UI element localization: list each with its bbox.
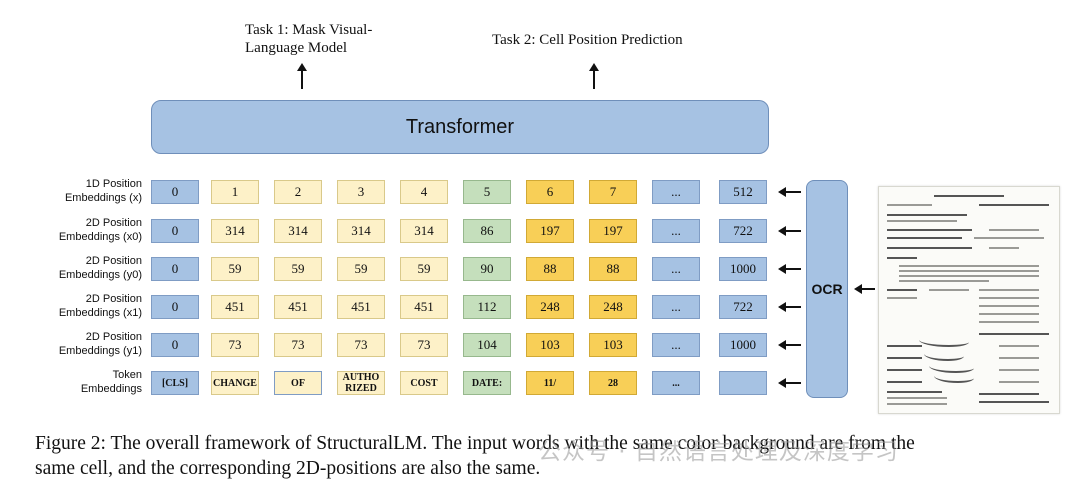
watermark: 公众号 · 自然语言处理及深度学习 [538, 439, 899, 465]
figure-caption: Figure 2: The overall framework of Struc… [35, 431, 1075, 481]
row-label-line2: Embeddings (x0) [58, 231, 142, 243]
caption-line-2: same cell, and the corresponding 2D-posi… [35, 458, 541, 479]
embedding-cell-0-4: 4 [400, 180, 448, 204]
embedding-cell-2-2: 59 [274, 257, 322, 281]
doc-to-ocr-arrow-icon [854, 284, 875, 294]
token-cell-5-0: [CLS] [151, 371, 199, 395]
transformer-label: Transformer [405, 115, 515, 138]
embedding-cell-0-5: 5 [463, 180, 511, 204]
embedding-cell-0-6: 6 [526, 180, 574, 204]
token-cell-5-9 [719, 371, 767, 395]
row-label-line1: 1D Position [85, 178, 142, 190]
ocr-to-row-arrow-icon [778, 378, 801, 388]
embedding-cell-1-4: 314 [400, 219, 448, 243]
embedding-cell-1-5: 86 [463, 219, 511, 243]
embedding-cell-2-3: 59 [337, 257, 385, 281]
embedding-cell-2-1: 59 [211, 257, 259, 281]
embedding-cell-4-6: 103 [526, 333, 574, 357]
embedding-cell-2-7: 88 [589, 257, 637, 281]
embedding-cell-4-7: 103 [589, 333, 637, 357]
embedding-cell-1-1: 314 [211, 219, 259, 243]
embedding-cell-1-7: 197 [589, 219, 637, 243]
embedding-cell-3-9: 722 [719, 295, 767, 319]
embedding-cell-3-5: 112 [463, 295, 511, 319]
embedding-cell-0-0: 0 [151, 180, 199, 204]
embedding-cell-0-3: 3 [337, 180, 385, 204]
embedding-cell-1-9: 722 [719, 219, 767, 243]
row-label-line1: 2D Position [85, 331, 142, 343]
embedding-cell-3-3: 451 [337, 295, 385, 319]
embedding-cell-1-2: 314 [274, 219, 322, 243]
ocr-to-row-arrow-icon [778, 302, 801, 312]
ocr-to-row-arrow-icon [778, 264, 801, 274]
token-cell-5-4: COST [400, 371, 448, 395]
embedding-cell-4-5: 104 [463, 333, 511, 357]
task2-arrow-icon [589, 63, 599, 89]
embedding-cell-4-1: 73 [211, 333, 259, 357]
embedding-cell-2-4: 59 [400, 257, 448, 281]
row-label-line2: Embeddings (x1) [58, 307, 142, 319]
caption-line-1: Figure 2: The overall framework of Struc… [35, 433, 915, 454]
row-label-line1: 2D Position [85, 255, 142, 267]
ocr-to-row-arrow-icon [778, 226, 801, 236]
row-label-line1: 2D Position [85, 217, 142, 229]
embedding-cell-4-0: 0 [151, 333, 199, 357]
task2-label: Task 2: Cell Position Prediction [492, 32, 683, 48]
embedding-cell-4-3: 73 [337, 333, 385, 357]
embedding-cell-2-6: 88 [526, 257, 574, 281]
embedding-cell-3-2: 451 [274, 295, 322, 319]
token-cell-5-7: 28 [589, 371, 637, 395]
row-label-line1: Token [112, 369, 142, 381]
row-label-line1: 2D Position [85, 293, 142, 305]
embedding-cell-0-2: 2 [274, 180, 322, 204]
embedding-cell-3-6: 248 [526, 295, 574, 319]
token-cell-5-2: OF [274, 371, 322, 395]
embedding-cell-4-9: 1000 [719, 333, 767, 357]
embedding-cell-4-4: 73 [400, 333, 448, 357]
token-cell-5-1: CHANGE [211, 371, 259, 395]
row-label-line2: Embeddings (x) [64, 192, 142, 204]
ocr-to-row-arrow-icon [778, 187, 801, 197]
embedding-cell-3-8: ... [652, 295, 700, 319]
embedding-cell-0-8: ... [652, 180, 700, 204]
token-cell-5-8: ... [652, 371, 700, 395]
embedding-cell-2-8: ... [652, 257, 700, 281]
embedding-cell-0-1: 1 [211, 180, 259, 204]
embedding-cell-1-0: 0 [151, 219, 199, 243]
embedding-cell-3-7: 248 [589, 295, 637, 319]
embedding-cell-2-0: 0 [151, 257, 199, 281]
token-cell-5-6: 11/ [526, 371, 574, 395]
scanned-form-icon [878, 186, 1060, 414]
embedding-cell-1-6: 197 [526, 219, 574, 243]
embedding-cell-3-1: 451 [211, 295, 259, 319]
task1-arrow-icon [297, 63, 307, 89]
transformer-block: Transformer [151, 100, 769, 154]
row-label-line2: Embeddings (y1) [58, 345, 142, 357]
embedding-cell-2-9: 1000 [719, 257, 767, 281]
embedding-cell-0-9: 512 [719, 180, 767, 204]
embedding-cell-3-0: 0 [151, 295, 199, 319]
row-label-line2: Embeddings [80, 383, 142, 395]
embedding-cell-2-5: 90 [463, 257, 511, 281]
token-cell-5-5: DATE: [463, 371, 511, 395]
task1-label: Task 1: Mask Visual- Language Model [245, 22, 373, 56]
embedding-cell-3-4: 451 [400, 295, 448, 319]
embedding-cell-0-7: 7 [589, 180, 637, 204]
ocr-label: OCR [811, 281, 843, 297]
ocr-to-row-arrow-icon [778, 340, 801, 350]
embedding-cell-1-8: ... [652, 219, 700, 243]
embedding-cell-4-8: ... [652, 333, 700, 357]
embedding-cell-4-2: 73 [274, 333, 322, 357]
embedding-cell-1-3: 314 [337, 219, 385, 243]
row-label-line2: Embeddings (y0) [58, 269, 142, 281]
ocr-block: OCR [806, 180, 848, 398]
